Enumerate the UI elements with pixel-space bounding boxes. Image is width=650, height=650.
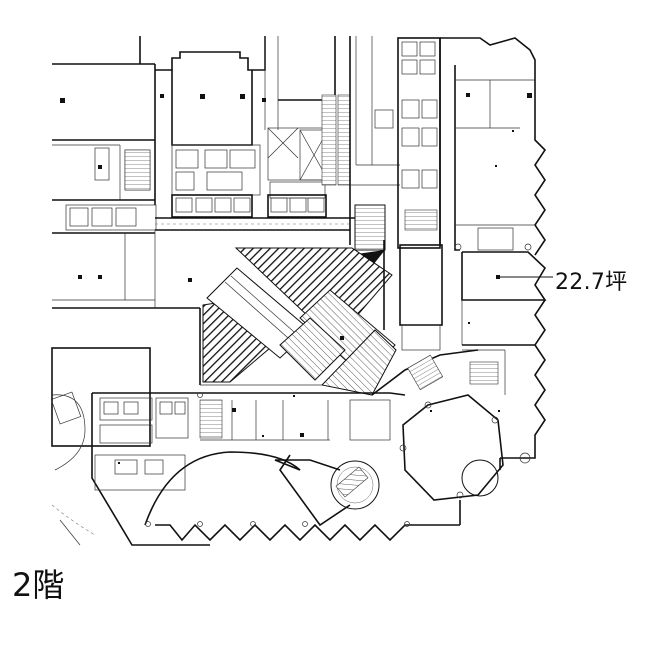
west-wing	[52, 63, 200, 309]
elevator-core	[397, 37, 443, 351]
room-annotations	[118, 130, 514, 464]
central-atrium	[154, 230, 397, 396]
north-rooms	[139, 36, 336, 199]
core-rooms	[155, 144, 355, 231]
unit-area-label: 22.7坪	[555, 270, 628, 295]
east-offices	[440, 37, 547, 256]
south-rooms	[91, 392, 390, 546]
southeast-facade	[462, 344, 546, 464]
octagon-room	[349, 349, 504, 526]
center-shafts	[321, 36, 400, 275]
west-annex	[50, 347, 151, 546]
floor-label: 2階	[12, 566, 65, 604]
rotunda-hall	[144, 451, 415, 542]
highlighted-unit	[461, 251, 553, 346]
